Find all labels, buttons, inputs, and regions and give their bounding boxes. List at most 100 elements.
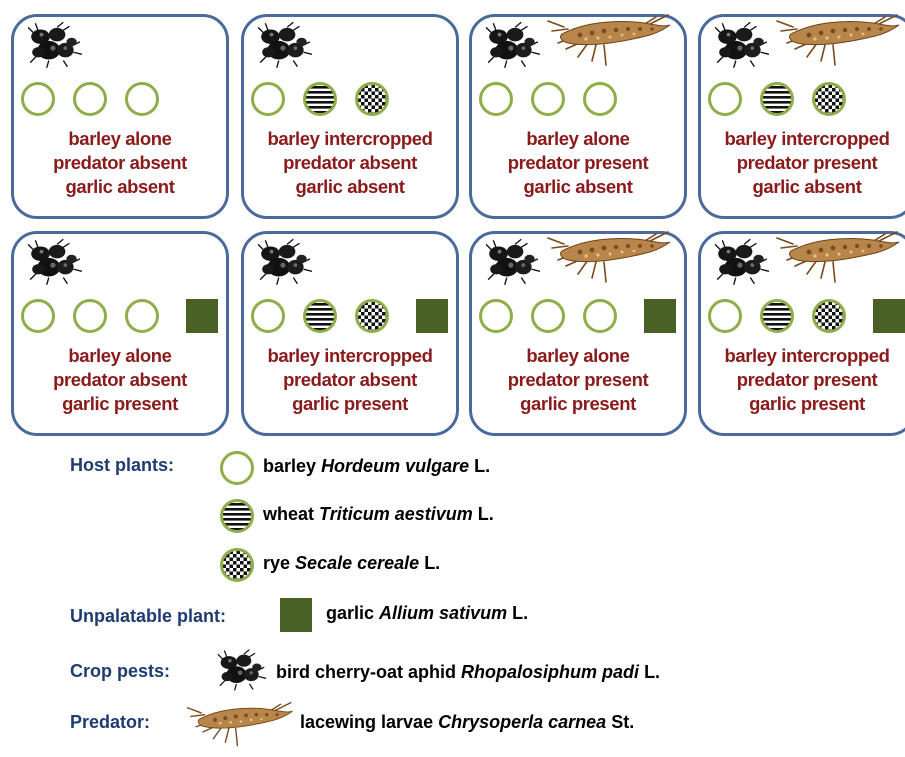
legend-wheat-author: L. xyxy=(478,504,494,524)
garlic-plant-icon xyxy=(416,299,448,333)
legend-wheat-text: wheat Triticum aestivum L. xyxy=(263,504,494,525)
aphid-icon xyxy=(484,21,542,69)
legend-host-plants-label: Host plants: xyxy=(70,455,174,476)
rye-plant-icon xyxy=(811,298,847,334)
lacewing-larva-icon xyxy=(773,230,903,286)
panel-predator-line: predator present xyxy=(472,368,684,392)
panel-garlic-line: garlic present xyxy=(244,392,456,416)
lacewing-larva-icon xyxy=(544,230,674,286)
panel-garlic-line: garlic present xyxy=(701,392,905,416)
garlic-plant-icon xyxy=(280,598,312,632)
aphid-icon xyxy=(26,238,84,286)
barley-plant-icon xyxy=(124,298,160,334)
wheat-plant-icon xyxy=(759,298,795,334)
barley-plant-icon xyxy=(219,450,255,486)
panel-crop-line: barley intercropped xyxy=(244,344,456,368)
lacewing-larva-icon xyxy=(184,700,296,750)
rye-plant-icon xyxy=(354,81,390,117)
legend-unpalatable-label: Unpalatable plant: xyxy=(70,606,226,627)
barley-plant-icon xyxy=(707,81,743,117)
barley-plant-icon xyxy=(530,298,566,334)
barley-plant-icon xyxy=(124,81,160,117)
wheat-plant-icon xyxy=(302,81,338,117)
legend-barley-author: L. xyxy=(474,456,490,476)
legend-garlic-author: L. xyxy=(512,603,528,623)
garlic-plant-icon xyxy=(873,299,905,333)
panel-predator-line: predator absent xyxy=(14,368,226,392)
barley-plant-icon xyxy=(250,298,286,334)
garlic-plant-icon xyxy=(186,299,218,333)
barley-plant-icon xyxy=(582,81,618,117)
barley-plant-icon xyxy=(20,298,56,334)
legend-garlic-common: garlic xyxy=(326,603,374,623)
panel-crop-line: barley intercropped xyxy=(244,127,456,151)
rye-plant-icon xyxy=(219,547,255,583)
aphid-icon xyxy=(256,21,314,69)
legend-pests-label: Crop pests: xyxy=(70,661,170,682)
barley-plant-icon xyxy=(478,81,514,117)
panel-crop-line: barley alone xyxy=(472,127,684,151)
aphid-icon xyxy=(216,648,268,692)
lacewing-larva-icon xyxy=(544,13,674,69)
legend-predator-label: Predator: xyxy=(70,712,150,733)
legend-barley-common: barley xyxy=(263,456,316,476)
legend-lacewing-text: lacewing larvae Chrysoperla carnea St. xyxy=(300,712,634,733)
panel-garlic-line: garlic absent xyxy=(14,175,226,199)
panel-predator-line: predator absent xyxy=(14,151,226,175)
legend-lacewing-author: St. xyxy=(611,712,634,732)
panel-crop-line: barley alone xyxy=(14,127,226,151)
legend-wheat-common: wheat xyxy=(263,504,314,524)
legend-barley-text: barley Hordeum vulgare L. xyxy=(263,456,490,477)
panel-predator-line: predator present xyxy=(701,368,905,392)
panel-predator-line: predator present xyxy=(472,151,684,175)
legend-aphid-author: L. xyxy=(644,662,660,682)
barley-plant-icon xyxy=(250,81,286,117)
panel-crop-line: barley intercropped xyxy=(701,127,905,151)
barley-plant-icon xyxy=(72,298,108,334)
barley-plant-icon xyxy=(72,81,108,117)
aphid-icon xyxy=(713,238,771,286)
panel-predator-line: predator present xyxy=(701,151,905,175)
panel-garlic-line: garlic present xyxy=(14,392,226,416)
barley-plant-icon xyxy=(20,81,56,117)
legend-barley-latin: Hordeum vulgare xyxy=(321,456,469,476)
aphid-icon xyxy=(713,21,771,69)
barley-plant-icon xyxy=(707,298,743,334)
legend-rye-latin: Secale cereale xyxy=(295,553,419,573)
legend-lacewing-latin: Chrysoperla carnea xyxy=(438,712,606,732)
legend-rye-common: rye xyxy=(263,553,290,573)
legend-aphid-common: bird cherry-oat aphid xyxy=(276,662,456,682)
panel-crop-line: barley alone xyxy=(472,344,684,368)
panel-predator-line: predator absent xyxy=(244,368,456,392)
legend-lacewing-common: lacewing larvae xyxy=(300,712,433,732)
wheat-plant-icon xyxy=(759,81,795,117)
panel-garlic-line: garlic absent xyxy=(701,175,905,199)
legend-rye-author: L. xyxy=(424,553,440,573)
panel-predator-line: predator absent xyxy=(244,151,456,175)
barley-plant-icon xyxy=(478,298,514,334)
legend-aphid-text: bird cherry-oat aphid Rhopalosiphum padi… xyxy=(276,662,660,683)
barley-plant-icon xyxy=(530,81,566,117)
rye-plant-icon xyxy=(811,81,847,117)
rye-plant-icon xyxy=(354,298,390,334)
panel-crop-line: barley alone xyxy=(14,344,226,368)
aphid-icon xyxy=(256,238,314,286)
panel-garlic-line: garlic absent xyxy=(472,175,684,199)
wheat-plant-icon xyxy=(219,498,255,534)
panel-crop-line: barley intercropped xyxy=(701,344,905,368)
legend-rye-text: rye Secale cereale L. xyxy=(263,553,440,574)
